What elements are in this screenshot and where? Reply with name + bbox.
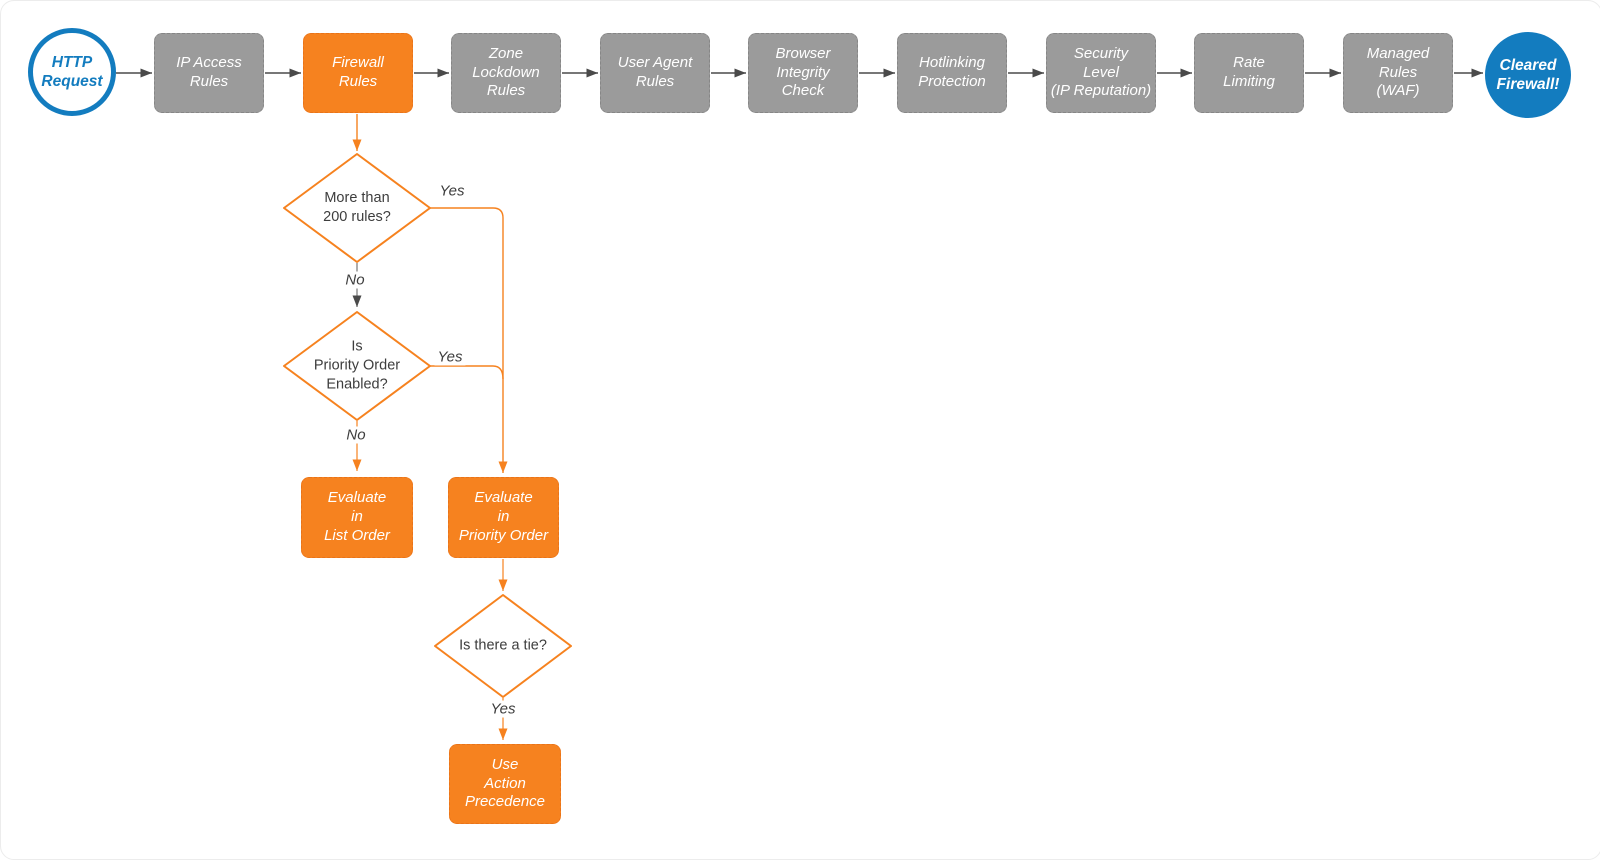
step-browser-integrity-check: Browser Integrity Check xyxy=(748,33,858,113)
action-evaluate-list-order: Evaluate in List Order xyxy=(301,477,413,558)
start-node-http-request: HTTP Request xyxy=(28,28,116,116)
step-label: Security Level (IP Reputation) xyxy=(1050,44,1152,100)
end-node-label: Cleared Firewall! xyxy=(1496,56,1560,93)
step-hotlinking-protection: Hotlinking Protection xyxy=(897,33,1007,113)
step-user-agent-rules: User Agent Rules xyxy=(600,33,710,113)
step-ip-access-rules: IP Access Rules xyxy=(154,33,264,113)
edge-label-decision2-no: No xyxy=(343,426,369,444)
step-label: Managed Rules (WAF) xyxy=(1366,44,1430,100)
step-label: Browser Integrity Check xyxy=(775,44,831,100)
step-label: Hotlinking Protection xyxy=(918,54,986,90)
start-node-label: HTTP Request xyxy=(41,53,103,90)
step-label: Firewall Rules xyxy=(332,54,384,90)
action-label: Evaluate in Priority Order xyxy=(458,489,549,544)
edge-label-decision2-yes: Yes xyxy=(434,348,466,366)
edge-label-decision3-yes: Yes xyxy=(487,700,519,718)
connector-decision1-yes xyxy=(430,207,508,473)
action-evaluate-priority-order: Evaluate in Priority Order xyxy=(448,477,559,558)
decision3-label: Is there a tie? xyxy=(459,637,547,654)
step-label: Zone Lockdown Rules xyxy=(472,44,540,100)
step-label: Rate Limiting xyxy=(1223,54,1275,90)
step-firewall-rules: Firewall Rules xyxy=(303,33,413,113)
step-label: User Agent Rules xyxy=(617,54,693,90)
decision1-diamond xyxy=(283,153,431,263)
decision3-diamond xyxy=(434,594,572,698)
connector-decision2-yes xyxy=(430,365,504,380)
action-use-action-precedence: Use Action Precedence xyxy=(449,744,561,824)
step-managed-rules-waf: Managed Rules (WAF) xyxy=(1343,33,1453,113)
edge-label-decision1-no: No xyxy=(342,271,368,289)
step-rate-limiting: Rate Limiting xyxy=(1194,33,1304,113)
action-label: Use Action Precedence xyxy=(464,755,546,811)
decision2-label: Is Priority Order Enabled? xyxy=(313,338,401,393)
end-node-cleared-firewall: Cleared Firewall! xyxy=(1485,32,1571,118)
edge-label-decision1-yes: Yes xyxy=(436,182,468,200)
step-security-level: Security Level (IP Reputation) xyxy=(1046,33,1156,113)
step-label: IP Access Rules xyxy=(176,54,242,90)
decision2-diamond xyxy=(283,311,431,421)
decision1-label: More than 200 rules? xyxy=(323,190,391,225)
step-zone-lockdown-rules: Zone Lockdown Rules xyxy=(451,33,561,113)
action-label: Evaluate in List Order xyxy=(324,489,390,544)
